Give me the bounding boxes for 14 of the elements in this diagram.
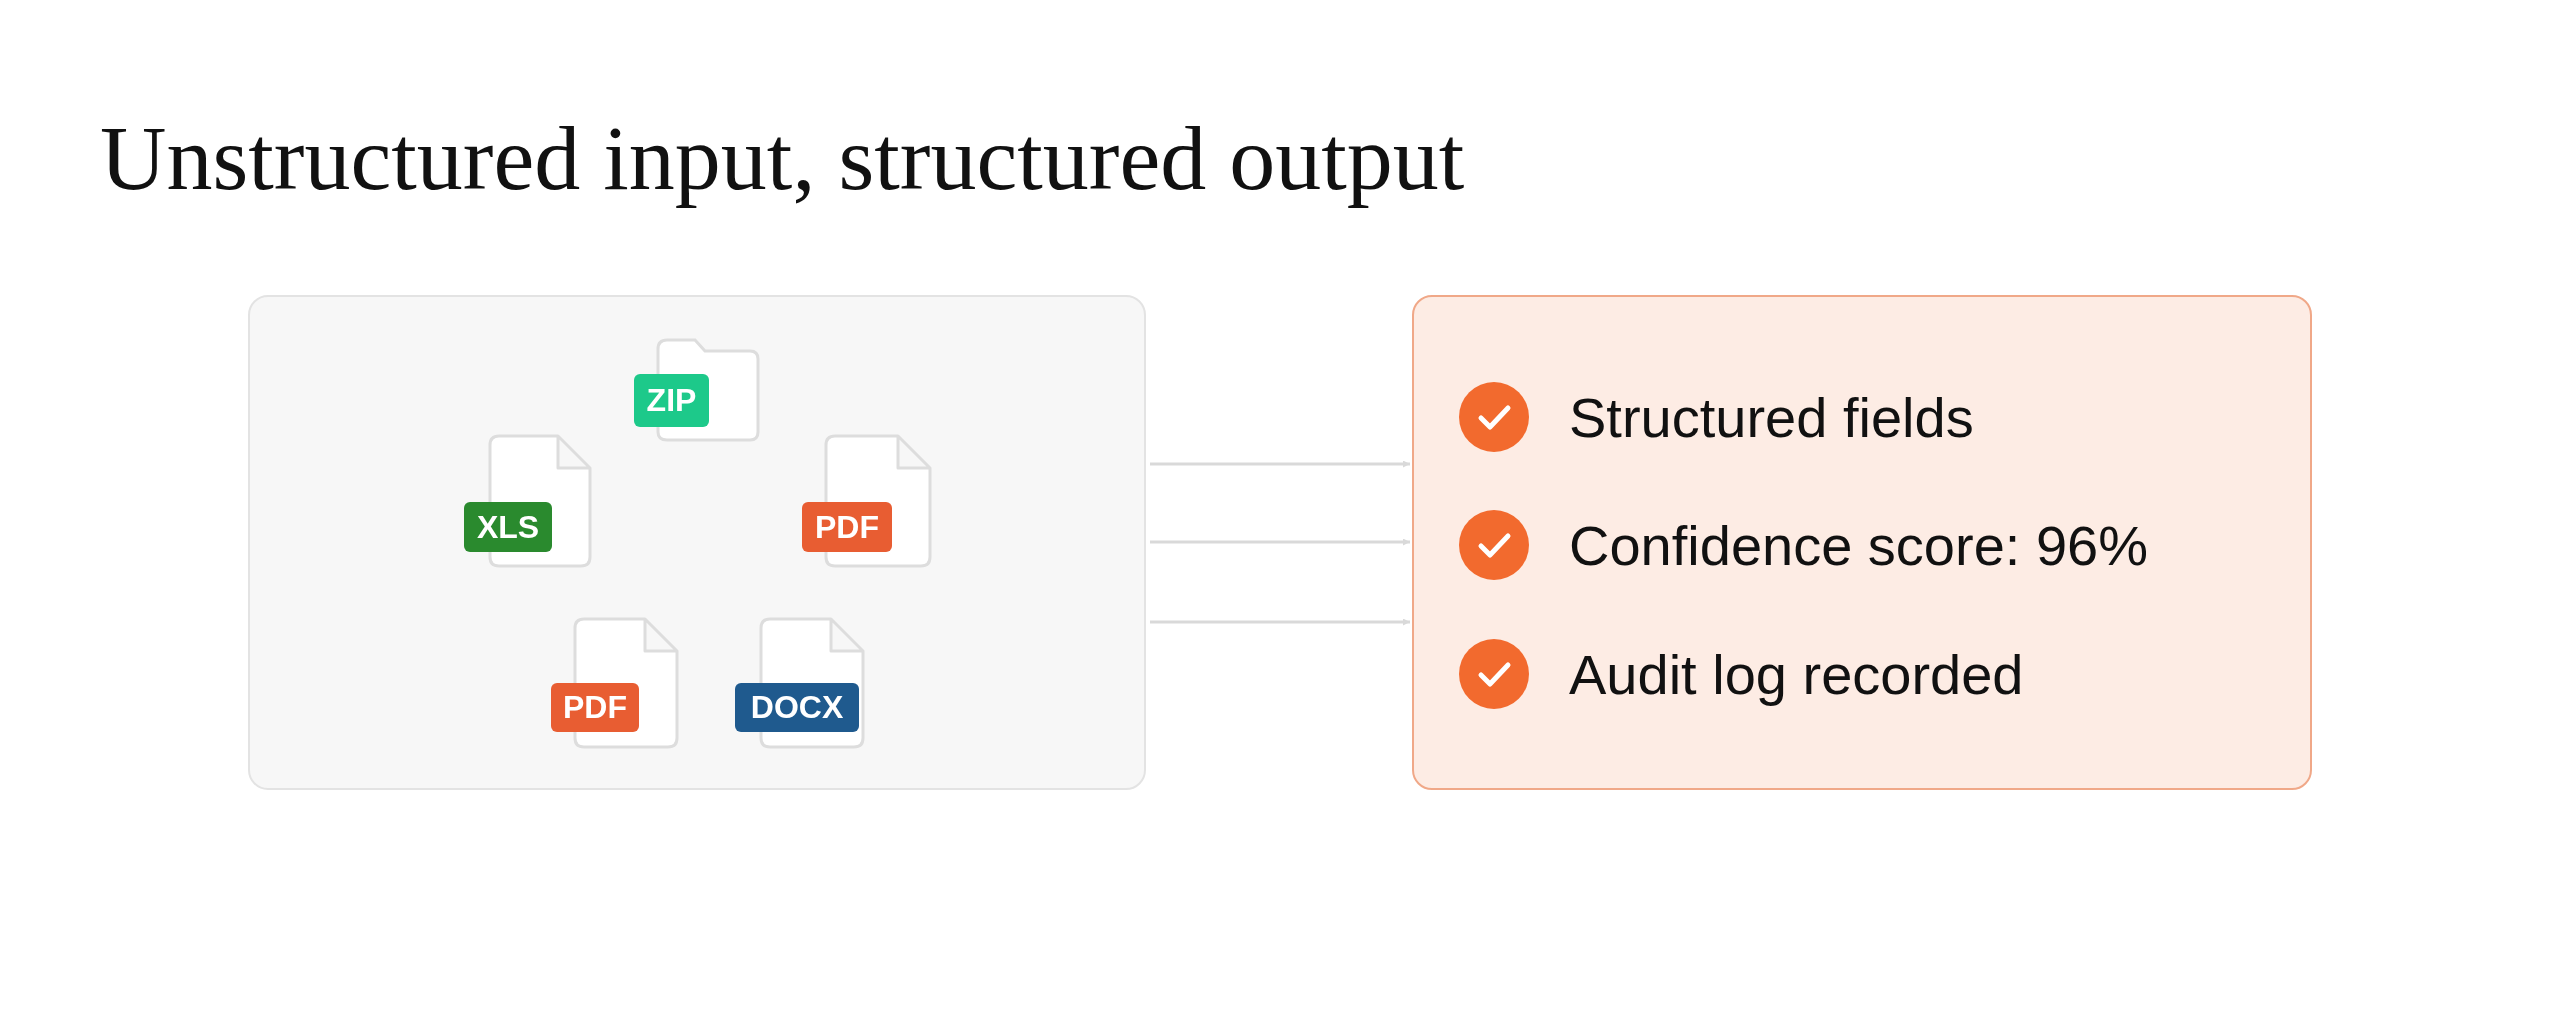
output-panel (1412, 295, 2312, 790)
file-type-badge: DOCX (735, 683, 859, 732)
file-type-badge: PDF (551, 683, 639, 732)
arrow (1150, 618, 1410, 626)
file-type-badge: PDF (802, 502, 892, 552)
title: Unstructured input, structured output (100, 106, 1465, 211)
file-type-badge: ZIP (634, 374, 709, 427)
input-panel (248, 295, 1146, 790)
arrow (1150, 460, 1410, 468)
arrow (1150, 538, 1410, 546)
list-item-text: Structured fields (1569, 384, 1974, 450)
list-item-text: Confidence score: 96% (1569, 512, 2148, 578)
list-item-text: Audit log recorded (1569, 641, 2024, 707)
file-type-badge: XLS (464, 502, 552, 552)
